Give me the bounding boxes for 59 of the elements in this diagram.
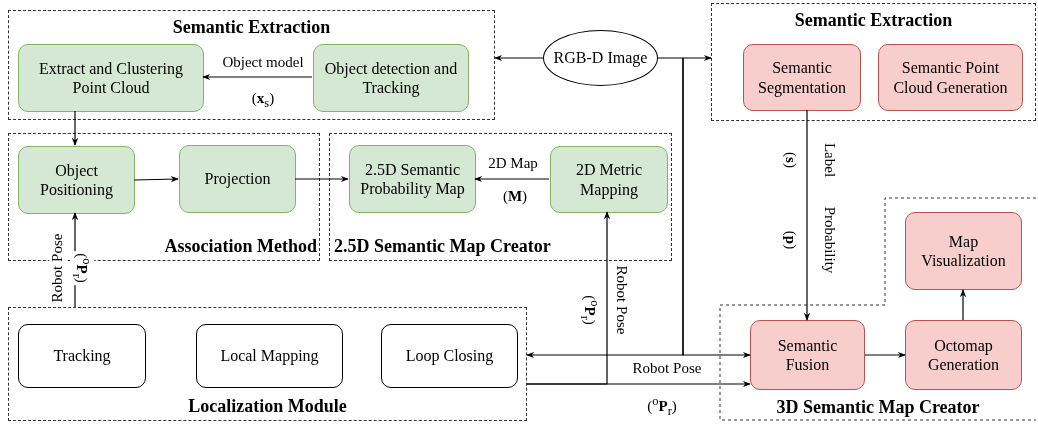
process-box	[743, 44, 861, 111]
box-label: 2D Metric Mapping	[574, 160, 644, 199]
box-label: RGB-D Image	[553, 48, 648, 68]
arrow	[474, 175, 550, 183]
process-box	[381, 324, 518, 388]
process-box	[550, 146, 668, 213]
box-label: Object detection and Tracking	[323, 58, 459, 98]
box-label: Semantic Fusion	[776, 335, 839, 375]
dashed-group-frame	[720, 198, 1036, 421]
group-title: Localization Module	[187, 396, 348, 418]
process-box	[196, 324, 343, 388]
group-title: 2.5D Semantic Map Creator	[334, 236, 551, 258]
group-title: Semantic Extraction	[793, 10, 954, 32]
arrow	[526, 380, 751, 388]
box-label: Semantic Point Cloud Generation	[892, 58, 1009, 97]
math-label: (s)	[781, 150, 799, 170]
box-label: Loop Closing	[405, 346, 494, 366]
box-label: Octomap Generation	[926, 335, 1001, 375]
math-label: (p)	[781, 228, 799, 252]
process-box	[349, 145, 476, 213]
process-box	[905, 320, 1022, 390]
box-label: Projection	[204, 169, 271, 189]
dashed-group-frame	[8, 10, 495, 120]
process-box	[313, 44, 469, 112]
arrow	[202, 73, 313, 81]
process-box	[878, 44, 1023, 111]
process-box	[18, 146, 135, 214]
arrow	[959, 289, 967, 321]
group-title: Association Method	[164, 236, 317, 258]
edge-label: 2D Map	[486, 155, 540, 173]
process-box	[18, 324, 146, 388]
edge-label: Object model	[220, 54, 306, 72]
arrow	[71, 110, 79, 146]
dashed-group-frame	[329, 133, 672, 261]
arrow	[803, 109, 811, 321]
group-title: Semantic Extraction	[171, 17, 332, 39]
math-label: Probability	[820, 204, 838, 276]
group-title: 3D Semantic Map Creator	[775, 397, 981, 419]
process-box	[179, 145, 296, 213]
dashed-group-frame	[711, 3, 1036, 121]
box-label: 2.5D Semantic Probability Map	[359, 159, 466, 199]
arrow	[494, 54, 544, 62]
arrow	[864, 351, 906, 359]
box-label: Tracking	[53, 346, 111, 366]
box-label: Object Positioning	[39, 160, 114, 200]
math-label: (M)	[500, 188, 530, 206]
process-box	[750, 320, 865, 390]
box-label: Local Mapping	[220, 346, 319, 366]
box-label: Map Visualization	[920, 231, 1007, 271]
box-label: Extract and Clustering Point Cloud	[38, 58, 184, 98]
process-box	[18, 44, 204, 112]
process-box	[905, 212, 1022, 290]
arrow	[682, 57, 751, 359]
arrow	[294, 175, 349, 183]
edge-label: Robot Pose	[49, 231, 67, 305]
dashed-group-frame	[8, 307, 527, 421]
box-label: Semantic Segmentation	[757, 58, 847, 97]
arrow	[657, 54, 712, 62]
arrow	[133, 175, 179, 183]
